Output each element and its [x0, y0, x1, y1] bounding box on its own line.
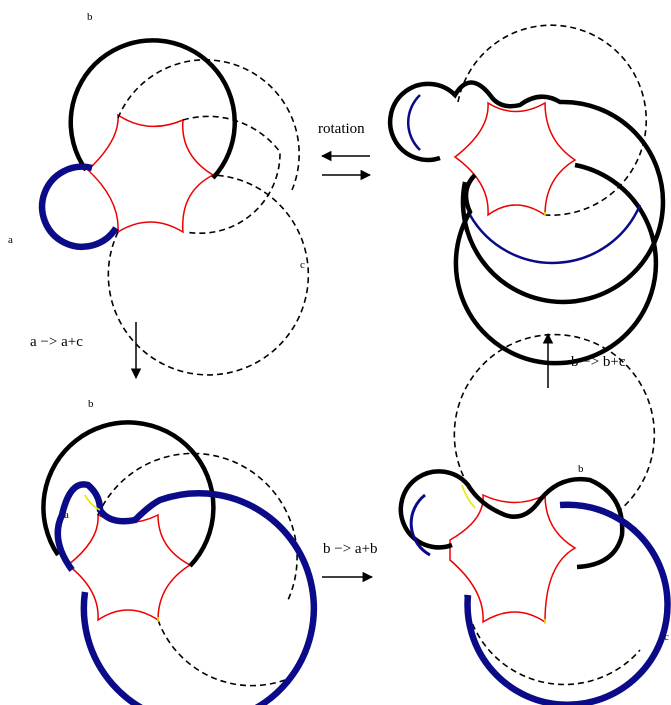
dashed-curve-c: [107, 174, 310, 376]
dashed-curve-upper: [117, 59, 300, 191]
label-b: b: [578, 463, 584, 475]
curve-b-outer: [387, 80, 666, 305]
rotation-label: rotation: [318, 121, 365, 137]
hexagon-region: [449, 493, 577, 624]
curve-b: [41, 420, 216, 568]
marker: [84, 494, 101, 511]
curve-a-thin: [409, 493, 431, 557]
b-to-a-plus-b-label: b −> a+b: [323, 541, 378, 557]
panel-bottom-right: b c: [398, 333, 671, 705]
panel-top-right: [387, 24, 666, 366]
panel-top-left: b a c: [8, 11, 310, 376]
curve-a-lower: [468, 204, 642, 265]
curve-b: [68, 38, 237, 180]
dashed-curve-upper: [453, 333, 656, 511]
curve-b-loop: [453, 162, 659, 366]
arrow-rotation: rotation: [318, 121, 372, 181]
curve-a: [464, 501, 671, 705]
curve-a: [54, 481, 318, 705]
arrow-b-to-b-plus-c: b −> b+c: [542, 332, 626, 388]
b-to-b-plus-c-label: b −> b+c: [571, 354, 626, 370]
label-c: c: [300, 259, 305, 271]
label-b: b: [88, 398, 94, 410]
curve-a-inner: [406, 94, 421, 151]
dashed-curve-lower: [464, 594, 641, 686]
dashed-curve-lower: [157, 619, 286, 687]
label-a: a: [64, 509, 69, 521]
dashed-curve-upper: [97, 452, 298, 601]
label-c: c: [664, 631, 669, 643]
hexagon-region: [453, 101, 577, 217]
panel-bottom-left: b a: [41, 398, 318, 705]
label-b: b: [87, 11, 93, 23]
marker: [461, 484, 476, 509]
curve-b: [398, 469, 625, 570]
curve-a: [38, 163, 119, 250]
label-a: a: [8, 234, 13, 246]
a-to-a-plus-c-label: a −> a+c: [30, 334, 83, 350]
arrow-b-to-a-plus-b: b −> a+b: [322, 541, 378, 583]
arrow-a-to-a-plus-c: a −> a+c: [30, 322, 142, 380]
hexagon-region: [86, 113, 215, 234]
dashed-curve-c-inner: [182, 115, 281, 235]
